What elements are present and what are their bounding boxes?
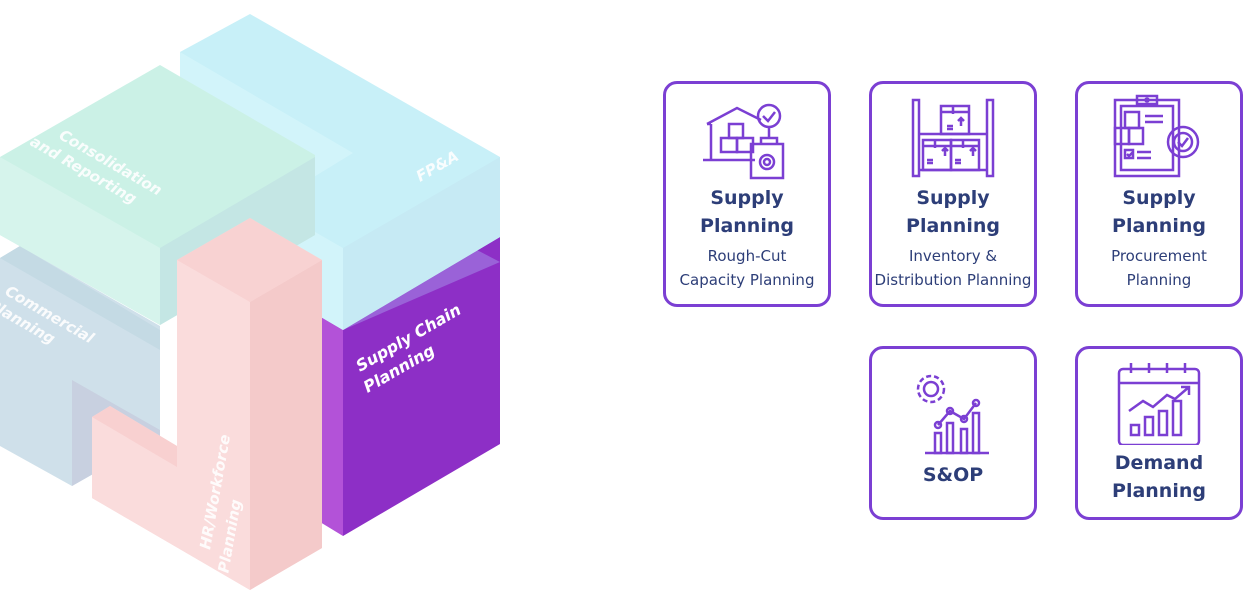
card-title-line1: Supply xyxy=(710,187,784,209)
warehouse-check-gear-icon xyxy=(703,103,785,180)
card-title-line1: S&OP xyxy=(922,464,984,486)
card-title-line1: Supply xyxy=(1122,187,1196,209)
shelf-boxes-icon xyxy=(911,98,995,178)
card-subtitle-line2: Capacity Planning xyxy=(679,271,815,289)
card-title: Supply Planning xyxy=(906,184,1000,240)
card-title-line1: Demand xyxy=(1114,452,1204,474)
card-subtitle-line1: Inventory & xyxy=(908,247,998,265)
card-title-line2: Planning xyxy=(906,215,1000,237)
card-subtitle: Rough-Cut Capacity Planning xyxy=(680,244,815,292)
card-subtitle: Inventory & Distribution Planning xyxy=(875,244,1032,292)
card-title-line2: Planning xyxy=(1112,480,1206,502)
card-subtitle-line2: Planning xyxy=(1126,271,1192,289)
card-subtitle-line1: Procurement xyxy=(1111,247,1207,265)
card-rough-cut-capacity-planning[interactable]: Supply Planning Rough-Cut Capacity Plann… xyxy=(663,81,831,307)
card-subtitle-line1: Rough-Cut xyxy=(707,247,787,265)
card-title-line1: Supply xyxy=(916,187,990,209)
card-procurement-planning[interactable]: Supply Planning Procurement Planning xyxy=(1075,81,1243,307)
clipboard-gear-check-icon xyxy=(1113,94,1200,178)
card-title: Supply Planning xyxy=(700,184,794,240)
card-subtitle: Procurement Planning xyxy=(1111,244,1207,292)
card-title-line2: Planning xyxy=(700,215,794,237)
gear-bar-chart-icon xyxy=(916,374,989,455)
card-title: S&OP xyxy=(923,461,983,489)
block-hr xyxy=(92,218,322,590)
calendar-trend-chart-icon xyxy=(1117,363,1201,445)
card-demand-planning[interactable]: Demand Planning xyxy=(1075,346,1243,520)
card-sop[interactable]: S&OP xyxy=(869,346,1037,520)
card-title: Supply Planning xyxy=(1112,184,1206,240)
card-title-line2: Planning xyxy=(1112,215,1206,237)
card-title: Demand Planning xyxy=(1112,449,1206,505)
card-subtitle-line2: Distribution Planning xyxy=(874,271,1032,289)
planning-cube-diagram: Consolidation and Reporting FP&A Commerc… xyxy=(0,14,500,590)
card-inventory-distribution-planning[interactable]: Supply Planning Inventory & Distribution… xyxy=(869,81,1037,307)
